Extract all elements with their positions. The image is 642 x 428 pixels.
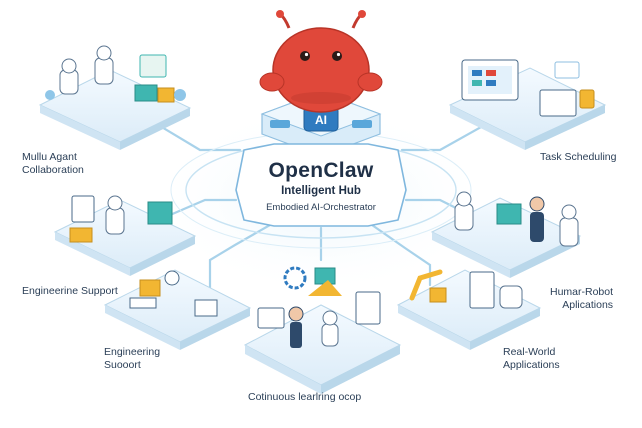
label-real-world-line2: Applications bbox=[503, 359, 560, 371]
module-human-robot bbox=[430, 191, 582, 278]
connector-eng-support-1 bbox=[168, 198, 238, 217]
module-continuous-learning bbox=[243, 266, 402, 394]
module-multi-agent bbox=[38, 45, 192, 150]
hub-subtitle: Intelligent Hub bbox=[281, 185, 361, 197]
hub-tagline: Embodied AI-Orchestrator bbox=[266, 202, 376, 213]
module-engineering-support-2 bbox=[103, 269, 252, 350]
label-engineering-support-2: Engineering Suooort bbox=[104, 346, 160, 372]
label-real-world: Real-World Applications bbox=[503, 346, 560, 372]
label-real-world-line1: Real-World bbox=[503, 346, 556, 358]
label-task-scheduling: Task Scheduling bbox=[540, 151, 616, 164]
label-engineering-support-1-line1: Engineerine Support bbox=[22, 285, 118, 297]
label-engineering-support-1: Engineerine Support bbox=[22, 285, 118, 298]
label-human-robot-line1: Humar-Robot bbox=[550, 286, 614, 298]
mascot-icon bbox=[259, 10, 383, 113]
label-multi-agent-line1: Mullu Agant bbox=[22, 151, 77, 163]
label-human-robot: Humar-Robot Aplications bbox=[550, 286, 613, 312]
label-multi-agent: Mullu Agant Collaboration bbox=[22, 151, 84, 177]
label-multi-agent-line2: Collaboration bbox=[22, 164, 84, 176]
label-task-scheduling-line1: Task Scheduling bbox=[540, 151, 617, 163]
hub-badge-label: AI bbox=[315, 113, 327, 127]
label-human-robot-line2: Aplications bbox=[562, 299, 614, 311]
connector-task-scheduling bbox=[400, 120, 492, 152]
label-continuous-learning: Cotinuous learlring ocop bbox=[248, 391, 361, 404]
connector-multi-agent bbox=[148, 118, 242, 152]
label-engineering-support-2-line2: Suooort bbox=[104, 359, 141, 371]
module-task-scheduling bbox=[448, 59, 607, 150]
label-engineering-support-2-line1: Engineering bbox=[104, 346, 161, 358]
module-real-world bbox=[396, 269, 542, 350]
label-continuous-learning-line1: Cotinuous learlring ocop bbox=[248, 391, 362, 403]
module-engineering-support-1 bbox=[53, 195, 197, 276]
hub-plate bbox=[235, 143, 407, 227]
central-hub: AI bbox=[235, 10, 407, 227]
hub-title: OpenClaw bbox=[268, 159, 374, 182]
connector-eng-support-2 bbox=[208, 223, 272, 292]
